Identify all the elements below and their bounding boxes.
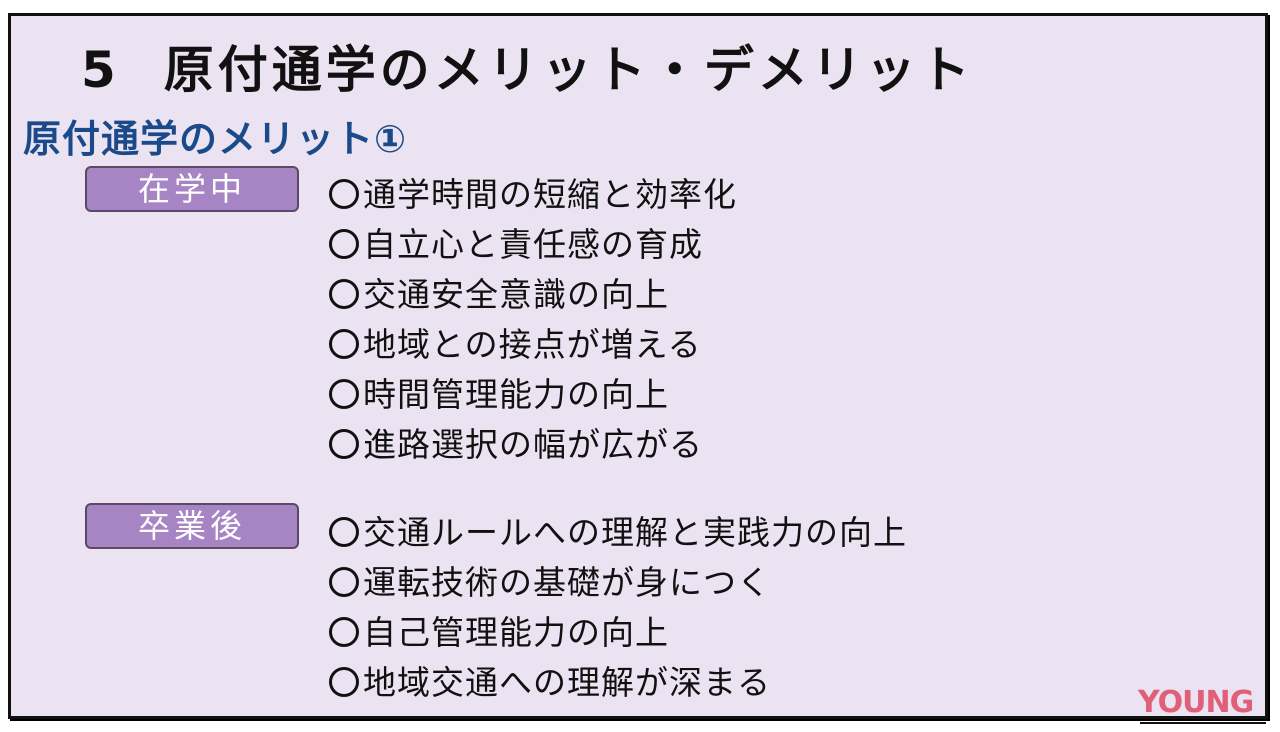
title-text: 原付通学のメリット・デメリット bbox=[163, 41, 974, 99]
list-item: 時間管理能力の向上 bbox=[329, 370, 737, 420]
circle-outline-icon bbox=[329, 329, 359, 359]
circle-outline-icon bbox=[329, 279, 359, 309]
title-number: 5 bbox=[81, 41, 120, 99]
watermark-logo: YOUNG bbox=[1138, 685, 1254, 720]
section-subtitle: 原付通学のメリット① bbox=[23, 117, 408, 161]
list-item: 進路選択の幅が広がる bbox=[329, 420, 737, 470]
list-item: 交通安全意識の向上 bbox=[329, 270, 737, 320]
list-item: 地域との接点が増える bbox=[329, 320, 737, 370]
slide: 5 原付通学のメリット・デメリット 原付通学のメリット① 在学中 通学時間の短縮と… bbox=[8, 13, 1268, 719]
list-item: 自己管理能力の向上 bbox=[329, 608, 907, 658]
circle-outline-icon bbox=[329, 617, 359, 647]
circle-outline-icon bbox=[329, 567, 359, 597]
circle-outline-icon bbox=[329, 429, 359, 459]
tag-after-graduation: 卒業後 bbox=[85, 503, 299, 549]
merit-list-after-graduation: 交通ルールへの理解と実践力の向上 運転技術の基礎が身につく 自己管理能力の向上 … bbox=[329, 508, 907, 708]
list-item: 交通ルールへの理解と実践力の向上 bbox=[329, 508, 907, 558]
list-item: 自立心と責任感の育成 bbox=[329, 220, 737, 270]
merit-list-during-school: 通学時間の短縮と効率化 自立心と責任感の育成 交通安全意識の向上 地域との接点が… bbox=[329, 170, 737, 470]
list-item: 地域交通への理解が深まる bbox=[329, 658, 907, 708]
page-title: 5 原付通学のメリット・デメリット bbox=[81, 30, 974, 102]
circle-outline-icon bbox=[329, 379, 359, 409]
watermark-underline bbox=[1140, 722, 1266, 724]
list-item: 運転技術の基礎が身につく bbox=[329, 558, 907, 608]
circle-outline-icon bbox=[329, 517, 359, 547]
list-item: 通学時間の短縮と効率化 bbox=[329, 170, 737, 220]
circle-outline-icon bbox=[329, 179, 359, 209]
tag-during-school: 在学中 bbox=[85, 166, 299, 212]
circle-outline-icon bbox=[329, 667, 359, 697]
circle-outline-icon bbox=[329, 229, 359, 259]
